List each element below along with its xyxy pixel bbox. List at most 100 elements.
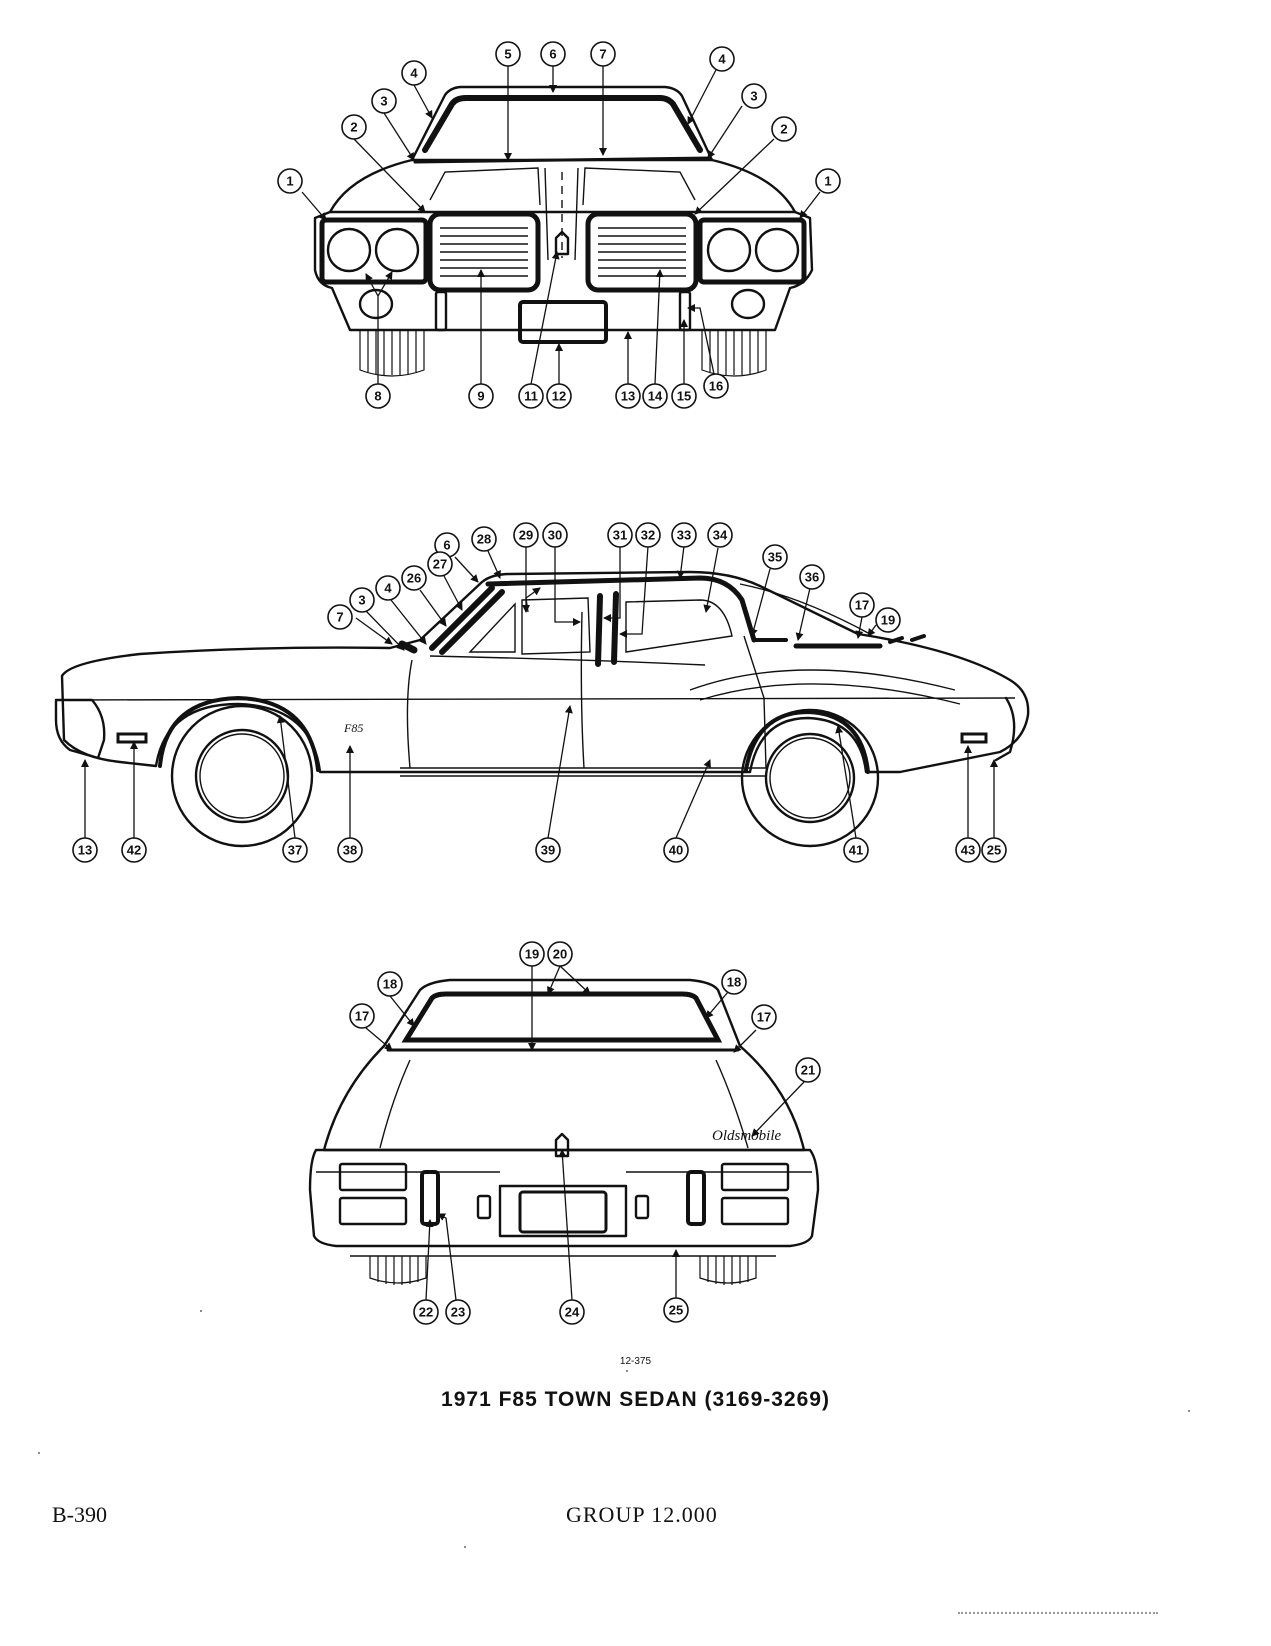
callout-3-right: 3: [741, 83, 767, 109]
callout-42: 42: [121, 837, 147, 863]
callout-13-side: 13: [72, 837, 98, 863]
svg-text:12: 12: [552, 389, 566, 404]
svg-text:13: 13: [78, 843, 92, 858]
svg-text:24: 24: [565, 1305, 580, 1320]
callout-24: 24: [559, 1299, 585, 1325]
front-leaders: [301, 65, 821, 385]
svg-text:29: 29: [519, 528, 533, 543]
rear-right-tire: [699, 1256, 757, 1285]
svg-text:34: 34: [713, 528, 728, 543]
svg-text:39: 39: [541, 843, 555, 858]
callout-29: 29: [513, 522, 539, 548]
side-view-diagram: F85 6 28 29 30 31 32 33 34 35 3: [54, 522, 1030, 863]
svg-text:32: 32: [641, 528, 655, 543]
callout-23: 23: [445, 1299, 471, 1325]
callout-9: 9: [468, 383, 494, 409]
callout-31: 31: [607, 522, 633, 548]
fender-emblem-f85: F85: [343, 721, 363, 735]
callout-21: 21: [795, 1057, 821, 1083]
callout-37: 37: [282, 837, 308, 863]
side-body-outline: [60, 570, 1030, 774]
callout-18-left: 18: [377, 971, 403, 997]
svg-text:3: 3: [380, 94, 387, 109]
callout-33: 33: [671, 522, 697, 548]
callout-26: 26: [401, 565, 427, 591]
grille-bars-left: [440, 227, 528, 277]
svg-text:18: 18: [383, 977, 397, 992]
svg-text:15: 15: [677, 389, 691, 404]
callout-19-rear: 19: [519, 941, 545, 967]
license-plate-frame-front: [518, 300, 608, 344]
group-number: GROUP 12.000: [566, 1502, 718, 1527]
headlamp-bezel-right: [697, 217, 807, 285]
callout-4-side: 4: [375, 575, 401, 601]
callout-12: 12: [546, 383, 572, 409]
svg-text:43: 43: [961, 843, 975, 858]
callout-41: 41: [843, 837, 869, 863]
windshield-pillar-molding: [429, 585, 505, 655]
svg-text:1: 1: [824, 174, 831, 189]
grille-left: [427, 211, 541, 293]
svg-text:25: 25: [987, 843, 1001, 858]
callout-40: 40: [663, 837, 689, 863]
svg-text:19: 19: [525, 947, 539, 962]
callout-30: 30: [542, 522, 568, 548]
callout-28: 28: [471, 526, 497, 552]
center-pillar-molding: [595, 591, 619, 667]
figure-number: 12-375: [619, 1356, 652, 1367]
svg-text:17: 17: [757, 1010, 771, 1025]
svg-text:26: 26: [407, 571, 421, 586]
svg-text:37: 37: [288, 843, 302, 858]
svg-text:7: 7: [599, 47, 606, 62]
svg-text:6: 6: [443, 538, 450, 553]
headlamp-bezel-left: [319, 217, 429, 285]
callout-1-right: 1: [815, 168, 841, 194]
callout-14: 14: [642, 383, 668, 409]
front-right-tire: [701, 330, 767, 377]
svg-text:3: 3: [750, 89, 757, 104]
grille-right: [585, 211, 699, 293]
front-wheel: [170, 704, 314, 848]
license-plate-frame-rear: [518, 1190, 608, 1234]
rear-leaders: [365, 965, 805, 1301]
callout-15: 15: [671, 383, 697, 409]
callout-3-side: 3: [349, 587, 375, 613]
callout-17-right: 17: [751, 1004, 777, 1030]
svg-text:22: 22: [419, 1305, 433, 1320]
svg-text:4: 4: [718, 52, 726, 67]
callout-2-right: 2: [771, 116, 797, 142]
svg-text:21: 21: [801, 1063, 815, 1078]
callout-39: 39: [535, 837, 561, 863]
scan-speck: [464, 1546, 466, 1548]
svg-text:16: 16: [709, 379, 723, 394]
svg-text:28: 28: [477, 532, 491, 547]
callout-35: 35: [762, 544, 788, 570]
svg-text:2: 2: [780, 122, 787, 137]
svg-text:17: 17: [855, 598, 869, 613]
callout-32: 32: [635, 522, 661, 548]
svg-text:1: 1: [286, 174, 293, 189]
svg-text:36: 36: [805, 570, 819, 585]
figure-caption: 1971 F85 TOWN SEDAN (3169-3269): [441, 1388, 830, 1411]
svg-text:8: 8: [374, 389, 381, 404]
callout-18-right: 18: [721, 969, 747, 995]
svg-text:33: 33: [677, 528, 691, 543]
rear-wheel: [740, 708, 880, 848]
svg-text:35: 35: [768, 550, 782, 565]
callout-38: 38: [337, 837, 363, 863]
callout-6: 6: [540, 41, 566, 67]
callout-1-left: 1: [277, 168, 303, 194]
callout-4-left: 4: [401, 60, 427, 86]
callout-34: 34: [707, 522, 733, 548]
callout-25-rear: 25: [663, 1297, 689, 1323]
svg-text:7: 7: [336, 610, 343, 625]
svg-text:18: 18: [727, 975, 741, 990]
svg-text:17: 17: [355, 1009, 369, 1024]
svg-text:27: 27: [433, 557, 447, 572]
svg-text:13: 13: [621, 389, 635, 404]
callout-2-left: 2: [341, 114, 367, 140]
callout-16: 16: [703, 373, 729, 399]
svg-text:31: 31: [613, 528, 627, 543]
svg-text:9: 9: [477, 389, 484, 404]
windshield-reveal-molding: [422, 95, 703, 153]
